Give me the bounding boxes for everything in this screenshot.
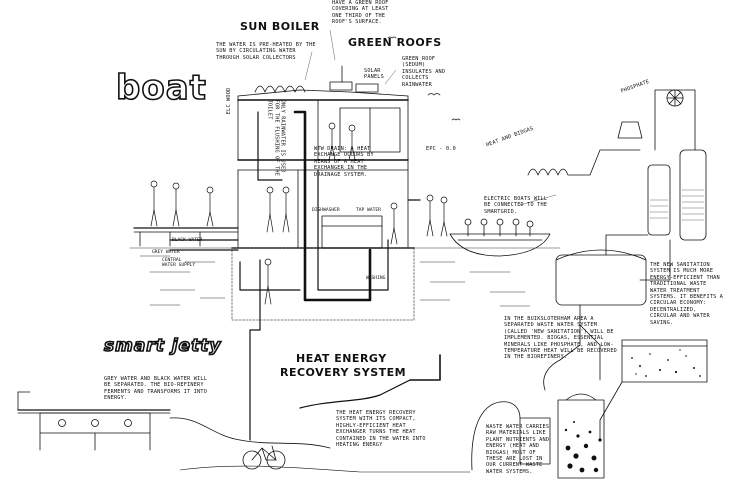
label-grey-water: GREY WATER xyxy=(152,250,180,255)
label-washing: WASHING xyxy=(366,276,386,281)
note-green-roof-coverage: HAVE A GREEN ROOF COVERING AT LEAST ONE … xyxy=(332,0,389,26)
title-smart-jetty: smart jetty xyxy=(103,335,222,357)
label-central-water-supply: CENTRAL WATER SUPPLY xyxy=(162,258,196,268)
solar-collector-coil xyxy=(254,85,306,93)
note-smart-jetty: GREY WATER AND BLACK WATER WILL BE SEPAR… xyxy=(104,376,208,402)
birds xyxy=(387,36,461,121)
people-figures xyxy=(150,122,448,305)
note-buiksloterham: IN THE BUIKSLOTERHAM AREA A SEPARATED WA… xyxy=(504,316,617,361)
biogas-coil xyxy=(527,149,641,176)
note-heat-recovery: THE HEAT ENERGY RECOVERY SYSTEM WITH ITS… xyxy=(336,410,426,449)
title-green-roofs: GREEN ROOFS xyxy=(348,36,442,49)
ground-line xyxy=(179,465,471,473)
title-recovery-system: RECOVERY SYSTEM xyxy=(280,366,407,379)
electric-boat xyxy=(449,218,551,257)
note-solar-panels: SOLAR PANELS xyxy=(364,68,384,81)
title-sun-boiler: SUN BOILER xyxy=(240,20,320,33)
jetty-deck xyxy=(133,227,239,247)
water-surface xyxy=(129,247,561,307)
note-new-sanitation: THE NEW SANITATION SYSTEM IS MUCH MORE E… xyxy=(650,262,724,326)
floating-house xyxy=(231,65,415,321)
label-black-water: BLACK WATER xyxy=(172,238,203,243)
note-electric-boats: ELECTRIC BOATS WILL BE CONNECTED TO THE … xyxy=(484,196,548,215)
biomass-column xyxy=(471,324,605,479)
note-sun-boiler: THE WATER IS PRE-HEATED BY THE SUN BY CI… xyxy=(216,42,316,61)
bicycle xyxy=(242,445,286,470)
leader-lines xyxy=(304,29,557,206)
biorefinery xyxy=(555,89,707,381)
aeration-tank xyxy=(599,339,708,441)
title-boat: boat xyxy=(115,67,207,109)
smart-jetty-platform xyxy=(17,391,331,451)
label-dishwasher: DISHWASHER xyxy=(312,208,340,213)
note-rainwater-toilet: ONLY RAINWATER IS USED FOR THE FLUSHING … xyxy=(266,99,286,177)
note-wtw-drain: WTW DRAIN: A HEAT EXCHANGE OCCURS BY MEA… xyxy=(314,146,374,178)
pipe-network xyxy=(169,110,441,441)
note-waste-water: WASTE WATER CARRIES RAW MATERIALS LIKE P… xyxy=(486,424,550,475)
label-tap-water: TAP WATER xyxy=(356,208,381,213)
note-green-roof: GREEN ROOF (SEDUM) INSULATES AND COLLECT… xyxy=(402,56,446,88)
note-epc: EPC - 0.0 xyxy=(426,146,456,152)
title-heat-energy: HEAT ENERGY xyxy=(296,352,387,365)
note-elc-wood: ELC WOOD xyxy=(225,87,232,115)
